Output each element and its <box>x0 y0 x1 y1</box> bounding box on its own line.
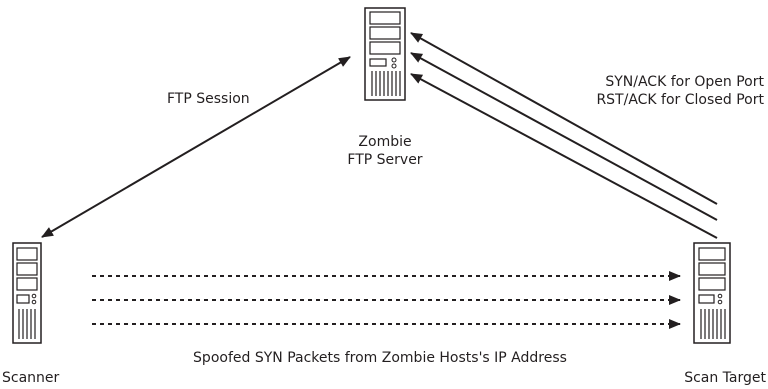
target-server-icon <box>693 242 731 344</box>
zombie-server-icon <box>364 7 406 101</box>
spoofed-syn-label: Spoofed SYN Packets from Zombie Hosts's … <box>193 350 567 366</box>
scanner-server-icon <box>12 242 42 344</box>
ftp-session-arrow <box>41 56 351 238</box>
response-arrow-2 <box>410 52 718 221</box>
response-arrow-1 <box>410 32 718 205</box>
target-label: Scan Target <box>684 370 766 386</box>
zombie-label-line2: FTP Server <box>347 152 423 168</box>
response-arrow-3 <box>410 73 718 239</box>
ftp-session-label: FTP Session <box>167 91 250 107</box>
synack-label: SYN/ACK for Open Port <box>605 74 764 90</box>
scanner-label: Scanner <box>2 370 60 386</box>
rstack-label: RST/ACK for Closed Port <box>596 92 764 108</box>
zombie-label-line1: Zombie <box>358 134 412 150</box>
